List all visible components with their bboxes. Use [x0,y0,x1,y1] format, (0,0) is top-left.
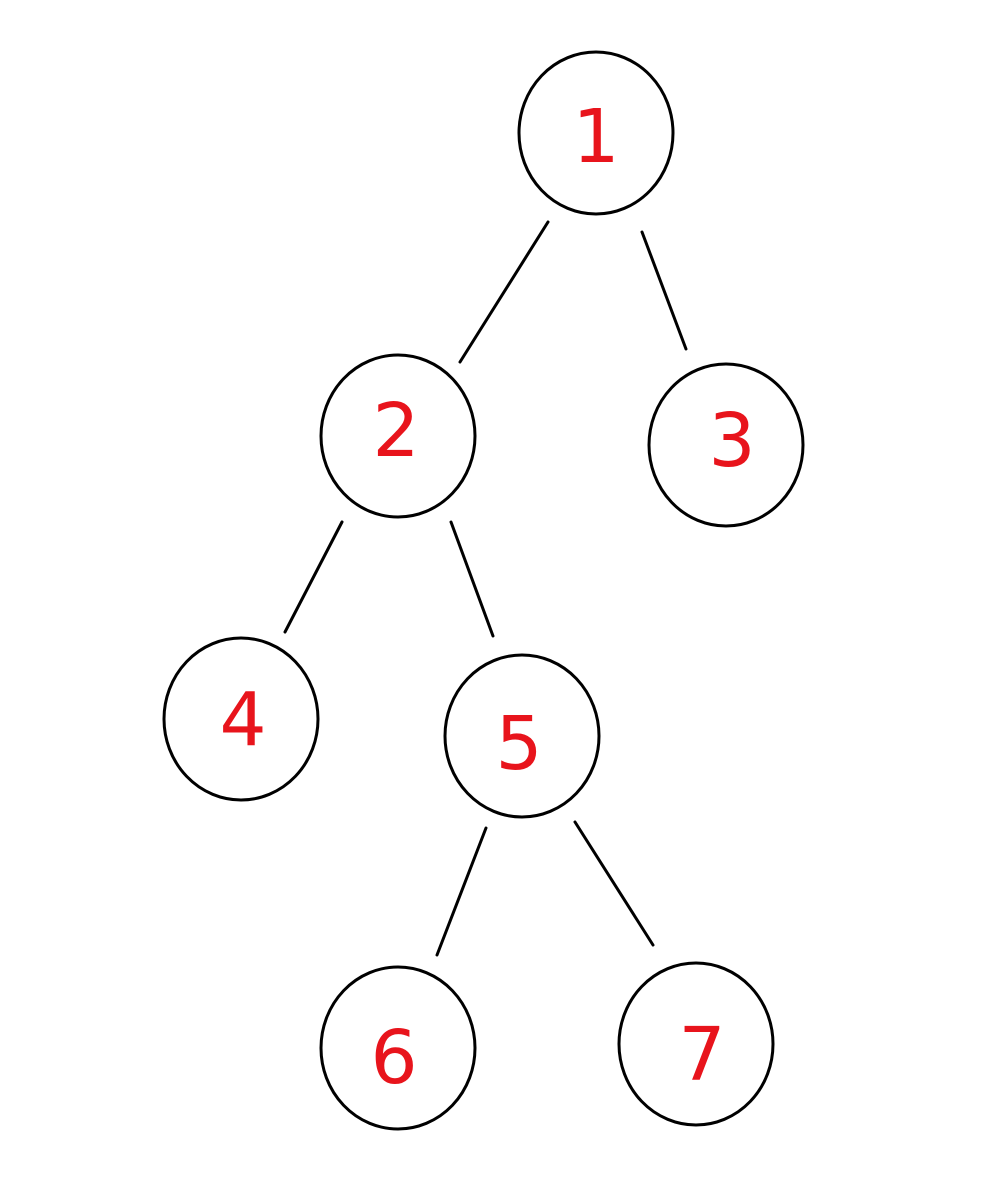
tree-node-7: 7 [617,961,775,1127]
node-circle [443,653,601,819]
tree-node-5: 5 [443,653,601,819]
node-circle [647,362,805,528]
node-label: 6 [370,1015,417,1101]
edge-1-3 [640,230,688,351]
edge-2-5 [449,520,495,638]
node-circle [162,636,320,802]
node-label: 5 [495,701,542,787]
node-circle [319,965,477,1131]
node-circle [517,50,675,216]
tree-node-1: 1 [517,50,675,216]
edge-2-4 [283,520,344,634]
tree-nodes: 1 2 3 4 5 6 7 [162,50,805,1131]
tree-node-2: 2 [319,353,477,519]
tree-node-4: 4 [162,636,320,802]
node-label: 1 [572,94,619,180]
node-circle [319,353,477,519]
node-label: 7 [678,1012,725,1098]
tree-node-6: 6 [319,965,477,1131]
edge-1-2 [458,220,550,364]
tree-node-3: 3 [647,362,805,528]
node-label: 3 [708,398,755,484]
edge-5-6 [435,826,488,957]
node-label: 4 [219,677,266,763]
tree-edges [283,220,688,957]
edge-5-7 [573,820,655,947]
node-label: 2 [372,388,419,474]
node-circle [617,961,775,1127]
